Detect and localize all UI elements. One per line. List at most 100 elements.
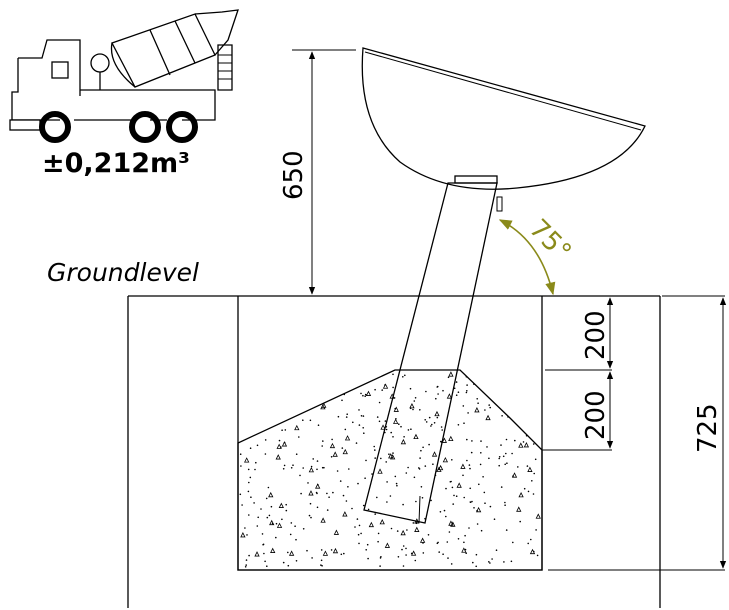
concrete-aggregate-dot (453, 494, 455, 497)
concrete-aggregate-dot (419, 457, 421, 459)
concrete-aggregate-dot (498, 456, 501, 458)
concrete-aggregate-dot (283, 464, 286, 467)
ground-level-label: Groundlevel (47, 258, 199, 287)
concrete-aggregate-dot (447, 376, 450, 379)
concrete-aggregate-dot (451, 486, 454, 489)
concrete-aggregate-dot (281, 518, 283, 521)
concrete-aggregate-dot (424, 465, 427, 467)
concrete-aggregate-dot (367, 508, 370, 511)
concrete-aggregate-dot (500, 444, 502, 446)
concrete-aggregate-dot (404, 374, 406, 377)
concrete-aggregate-dot (289, 533, 292, 536)
concrete-aggregate-dot (507, 416, 509, 418)
concrete-aggregate-dot (422, 552, 425, 554)
concrete-aggregate-dot (471, 440, 473, 442)
concrete-aggregate-dot (302, 467, 305, 469)
concrete-aggregate-dot (527, 490, 530, 493)
concrete-aggregate-dot (379, 557, 382, 559)
concrete-aggregate-dot (510, 560, 513, 563)
concrete-aggregate-stone (308, 466, 315, 473)
concrete-aggregate-dot (477, 402, 479, 405)
concrete-aggregate-dot (394, 475, 397, 478)
concrete-aggregate-dot (449, 481, 452, 483)
concrete-aggregate-dot (440, 426, 443, 428)
concrete-aggregate-dot (467, 412, 469, 414)
concrete-aggregate-dot (517, 466, 519, 468)
concrete-mixer-truck-icon (9, 9, 239, 143)
concrete-aggregate-dot (440, 440, 442, 443)
concrete-aggregate-dot (321, 565, 323, 567)
concrete-aggregate-dot (264, 439, 267, 441)
concrete-aggregate-dot (360, 532, 362, 535)
bowl (361, 47, 646, 190)
concrete-aggregate-dot (281, 429, 283, 432)
concrete-aggregate-dot (453, 387, 456, 390)
concrete-aggregate-stone (450, 521, 456, 527)
concrete-aggregate-dot (472, 561, 474, 564)
concrete-aggregate-dot (480, 452, 482, 454)
concrete-aggregate-dot (300, 492, 302, 495)
concrete-aggregate-stone (461, 547, 467, 553)
concrete-aggregate-dot (275, 536, 277, 539)
concrete-aggregate-dot (263, 552, 265, 555)
concrete-aggregate-dot (282, 468, 285, 470)
dimension-height-above-ground: 650 (279, 49, 356, 295)
concrete-aggregate-dot (511, 452, 513, 455)
concrete-aggregate-dot (471, 500, 473, 503)
concrete-aggregate-dot (345, 416, 348, 418)
concrete-aggregate-dot (466, 438, 468, 441)
concrete-aggregate-stone (332, 451, 338, 457)
concrete-aggregate-dot (362, 427, 365, 429)
angle-75-text: 75° (523, 214, 577, 268)
concrete-aggregate-dot (342, 494, 345, 497)
concrete-aggregate-stone (516, 506, 522, 512)
concrete-aggregate-dot (316, 460, 319, 462)
concrete-aggregate-dot (374, 449, 376, 451)
concrete-aggregate-stone (393, 418, 399, 424)
concrete-aggregate-dot (455, 394, 458, 397)
concrete-aggregate-dot (322, 440, 324, 442)
concrete-aggregate-dot (378, 420, 381, 423)
concrete-aggregate-stone (240, 532, 246, 538)
concrete-aggregate-dot (266, 516, 269, 519)
concrete-aggregate-stone (523, 442, 530, 448)
concrete-aggregate-stone (456, 482, 462, 488)
concrete-aggregate-stone (535, 513, 541, 519)
concrete-aggregate-dot (488, 457, 490, 460)
concrete-aggregate-dot (257, 516, 260, 519)
concrete-aggregate-dot (266, 565, 268, 567)
concrete-aggregate-dot (447, 557, 449, 559)
concrete-aggregate-dot (290, 467, 293, 469)
concrete-aggregate-dot (290, 522, 293, 524)
concrete-aggregate-dot (317, 483, 319, 486)
concrete-aggregate-dot (442, 389, 444, 392)
concrete-aggregate-dot (310, 516, 312, 519)
concrete-aggregate-dot (248, 554, 250, 557)
concrete-aggregate-stone (276, 522, 283, 528)
concrete-aggregate-dot (422, 446, 424, 449)
concrete-aggregate-dot (436, 385, 439, 388)
concrete-aggregate-dot (473, 507, 475, 509)
concrete-aggregate-dot (465, 391, 468, 394)
concrete-aggregate-dot (330, 456, 333, 458)
concrete-aggregate-dot (249, 447, 252, 450)
concrete-aggregate-dot (392, 452, 394, 454)
concrete-aggregate-dot (326, 509, 329, 511)
concrete-aggregate-dot (299, 474, 301, 477)
concrete-aggregate-stone (437, 464, 444, 471)
concrete-aggregate-dot (239, 453, 242, 456)
concrete-aggregate-dot (501, 415, 503, 417)
concrete-aggregate-dot (402, 565, 405, 567)
concrete-aggregate-dot (357, 482, 359, 485)
concrete-aggregate-dot (309, 502, 312, 505)
concrete-aggregate-dot (441, 429, 444, 431)
concrete-aggregate-dot (397, 556, 400, 558)
concrete-aggregate-dot (374, 388, 376, 391)
concrete-aggregate-stone (342, 448, 348, 455)
concrete-aggregate-dot (414, 397, 417, 399)
concrete-aggregate-dot (396, 530, 399, 532)
concrete-aggregate-dot (356, 518, 359, 520)
concrete-aggregate-dot (339, 480, 342, 482)
concrete-aggregate-dot (292, 464, 294, 467)
concrete-aggregate-stone (377, 468, 383, 474)
